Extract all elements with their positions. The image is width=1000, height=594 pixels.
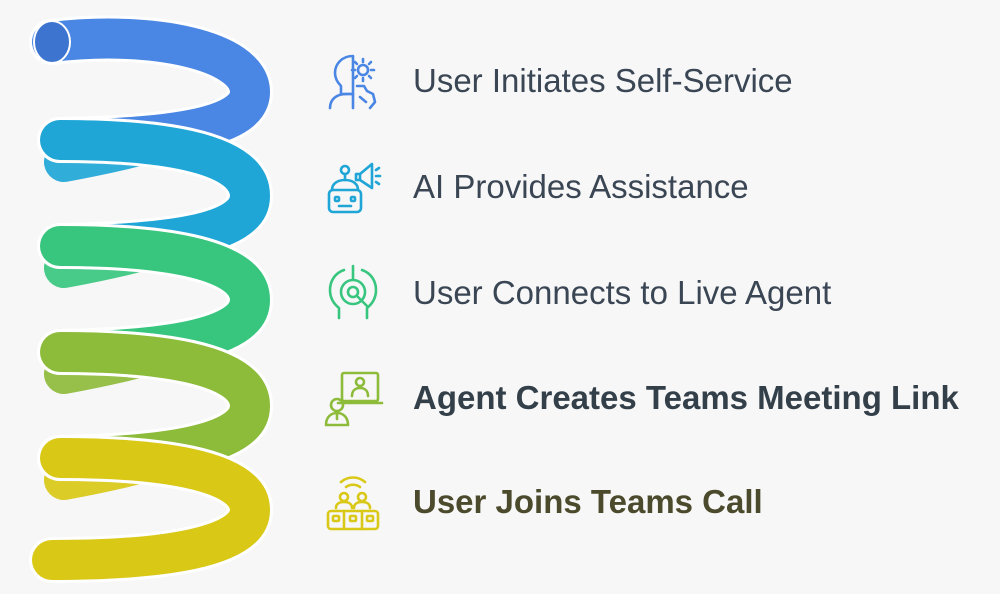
spring-coil-5 bbox=[52, 458, 250, 560]
step-5-label: User Joins Teams Call bbox=[413, 483, 763, 521]
step-3-label: User Connects to Live Agent bbox=[413, 274, 831, 312]
group-call-icon bbox=[322, 471, 384, 533]
step-4-label: Agent Creates Teams Meeting Link bbox=[413, 379, 959, 417]
step-3: User Connects to Live Agent bbox=[322, 258, 831, 328]
step-1-label: User Initiates Self-Service bbox=[413, 62, 793, 100]
robot-megaphone-icon bbox=[322, 156, 384, 218]
step-5: User Joins Teams Call bbox=[322, 467, 763, 537]
step-2: AI Provides Assistance bbox=[322, 152, 749, 222]
head-target-icon bbox=[322, 262, 384, 324]
spring-end-cap bbox=[34, 21, 70, 63]
step-4: Agent Creates Teams Meeting Link bbox=[322, 363, 959, 433]
video-presenter-icon bbox=[322, 367, 384, 429]
step-2-label: AI Provides Assistance bbox=[413, 168, 749, 206]
step-1: User Initiates Self-Service bbox=[322, 46, 793, 116]
spiral-spring-graphic bbox=[0, 0, 300, 594]
head-gear-icon bbox=[322, 50, 384, 112]
